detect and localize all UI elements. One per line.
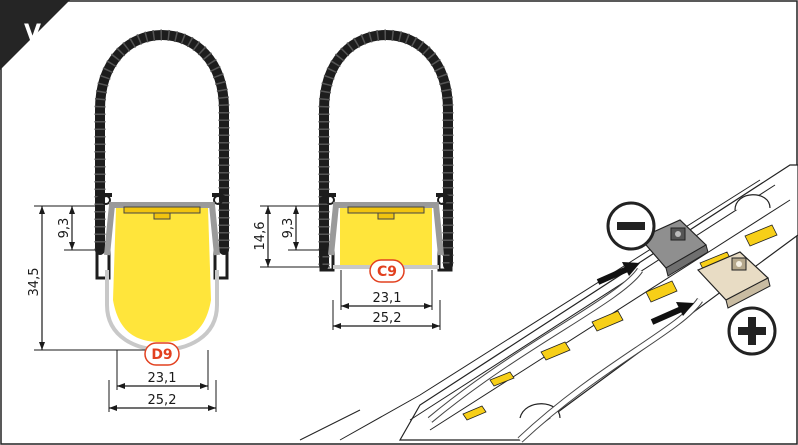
profile-left: 34,5 9,3 D9 23,1 25,2 xyxy=(27,29,230,412)
led-strip-illustration xyxy=(299,164,798,443)
profile-right-clip-r xyxy=(437,248,453,272)
profile-left-led-light xyxy=(113,208,211,342)
dim-right-height-inner: 9,3 xyxy=(281,218,296,239)
plus-icon xyxy=(727,306,777,356)
dim-left-width-outer: 25,2 xyxy=(148,393,177,408)
profile-right: 14,6 9,3 C9 23,1 25,2 xyxy=(253,29,454,330)
connector-minus xyxy=(639,219,709,277)
profile-left-led-strip xyxy=(123,206,201,214)
corner-badge: V xyxy=(0,0,70,70)
dim-right-height-total: 14,6 xyxy=(253,222,268,251)
minus-icon xyxy=(606,201,656,251)
profile-left-hook-l xyxy=(94,193,112,202)
profile-right-label-badge xyxy=(369,259,405,283)
dim-right-width-outer: 25,2 xyxy=(373,311,402,326)
led-chips xyxy=(462,224,778,421)
dim-left-width-inner: 23,1 xyxy=(148,371,177,386)
dim-left-height-inner: 9,3 xyxy=(57,218,72,239)
corner-badge-label: V xyxy=(24,21,41,46)
profile-left-clip-r xyxy=(213,248,229,280)
profile-left-label-badge xyxy=(144,342,180,366)
profile-left-ribs xyxy=(94,29,230,250)
profile-right-ribs xyxy=(318,29,454,265)
profile-left-label: D9 xyxy=(151,347,172,363)
insert-arrows xyxy=(596,262,694,325)
profile-right-bracket xyxy=(328,202,444,256)
profile-right-led-strip xyxy=(347,206,425,214)
dim-left-height-total: 34,5 xyxy=(27,268,42,297)
connector-plus xyxy=(696,251,771,309)
profile-left-hook-r xyxy=(212,193,230,202)
strip-notch-top xyxy=(734,194,771,211)
profile-right-label: C9 xyxy=(377,264,397,280)
profile-left-bracket xyxy=(104,202,220,256)
dim-right-width-inner: 23,1 xyxy=(373,291,402,306)
